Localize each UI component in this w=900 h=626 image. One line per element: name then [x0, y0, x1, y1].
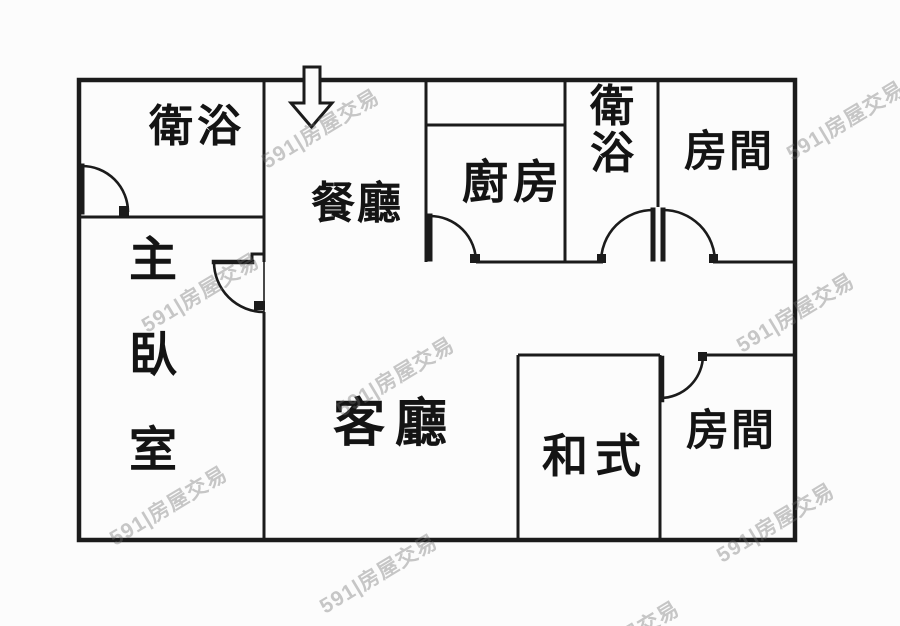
door-swing-arc — [599, 208, 654, 263]
door-jamb — [254, 301, 265, 310]
door-swing-arc — [662, 208, 717, 263]
room-label-bedroom-bottom-right: 房間 — [686, 407, 776, 455]
door-bedroom-bottom-right — [659, 352, 707, 403]
door-jamb — [470, 254, 480, 263]
door-jamb — [709, 254, 718, 263]
door-jamb — [597, 254, 606, 263]
room-label-dining: 餐廳 — [311, 179, 403, 228]
room-label-master-bedroom-char-2: 臥 — [128, 329, 177, 382]
door-bedroom-top-right — [660, 207, 718, 263]
door-hinge-notch — [250, 252, 264, 262]
door-bathroom-top-right — [597, 207, 656, 263]
room-label-master-bedroom-char-3: 室 — [128, 424, 177, 477]
door-jamb — [698, 352, 707, 361]
walls-outer — [76, 77, 798, 543]
room-label-japanese-room: 和式 — [542, 430, 648, 482]
door-bathroom-top-left — [79, 163, 130, 216]
room-label-master-bedroom-char-1: 主 — [128, 234, 177, 287]
door-kitchen — [427, 213, 480, 263]
door-swing-arc — [659, 354, 705, 400]
room-label-bathroom-top-left: 衛浴 — [149, 102, 245, 151]
door-swing-arc — [429, 214, 478, 263]
room-label-living: 客廳 — [333, 395, 458, 453]
room-label-bathroom-top-right-char-1: 衛 — [590, 82, 634, 131]
entrance-arrow-icon — [287, 65, 336, 130]
room-label-bathroom-top-right-char-2: 浴 — [590, 129, 634, 178]
door-master-bedroom — [211, 252, 265, 314]
door-jamb — [119, 206, 129, 216]
room-label-bedroom-top-right: 房間 — [684, 128, 774, 176]
room-label-kitchen: 廚房 — [462, 156, 564, 208]
door-swing-arc — [212, 261, 265, 314]
door-swing-arc — [81, 164, 130, 213]
